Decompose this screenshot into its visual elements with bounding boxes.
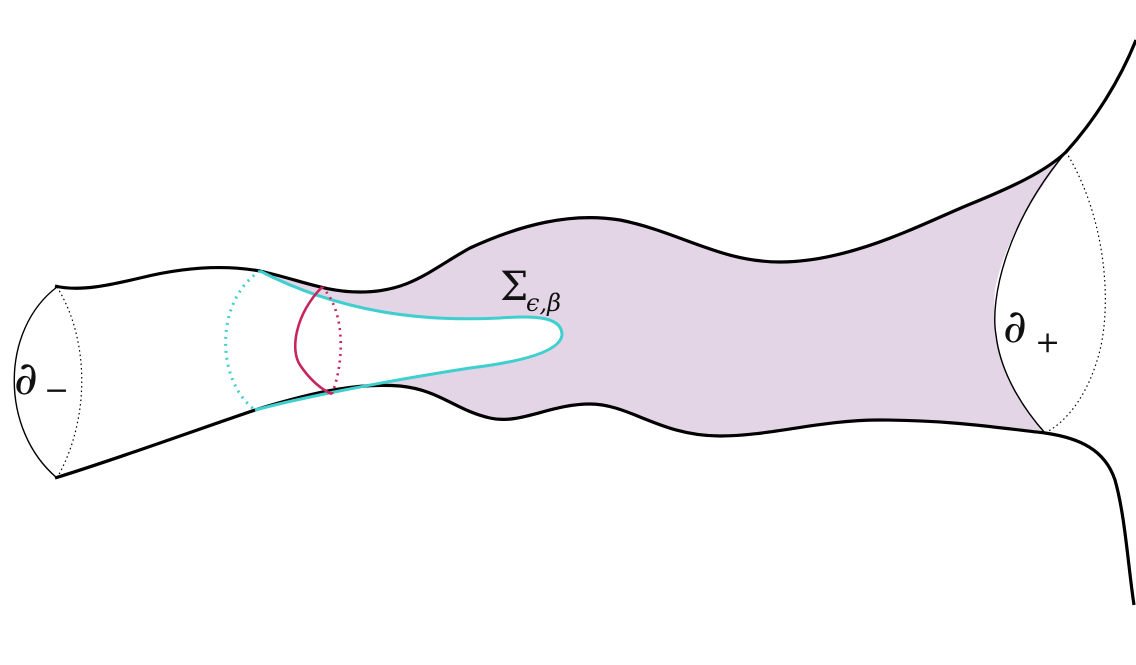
magenta-loop-front	[295, 287, 332, 394]
surface-symbol: Σ	[500, 264, 528, 310]
right-boundary-back-arc	[1045, 152, 1105, 433]
shaded-surface-region	[255, 152, 1066, 436]
boundary-minus-symbol: ∂	[14, 351, 38, 405]
boundary-plus-subscript: +	[1035, 325, 1060, 360]
cyan-dotted-back-arc	[226, 271, 260, 410]
boundary-plus-label: ∂ +	[1003, 299, 1060, 360]
boundary-plus-symbol: ∂	[1003, 299, 1027, 353]
boundary-minus-subscript: −	[44, 373, 69, 408]
surface-subscript: ϵ,β	[526, 289, 561, 317]
boundary-minus-label: ∂ −	[14, 351, 69, 408]
